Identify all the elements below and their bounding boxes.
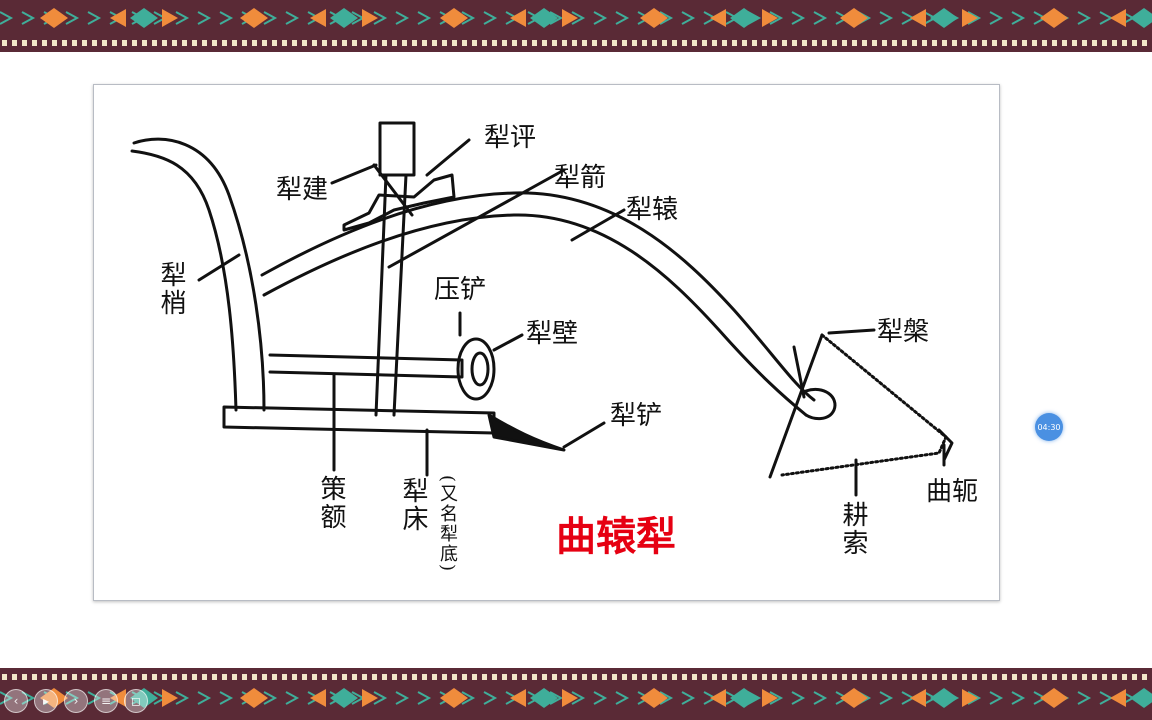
label-geng-suo: 耕索: [838, 501, 868, 557]
bottom-border-pattern: [0, 668, 1152, 720]
fullscreen-icon[interactable]: ◻: [124, 689, 148, 713]
top-border-pattern: [0, 0, 1152, 52]
play-icon[interactable]: ▸: [34, 689, 58, 713]
label-li-chuang: 犁床: [398, 477, 428, 533]
next-icon[interactable]: ›: [64, 689, 88, 713]
timer-badge[interactable]: 04:30: [1035, 413, 1063, 441]
label-li-yuan: 犁辕: [626, 195, 679, 225]
label-li-bi: 犁壁: [526, 319, 579, 349]
label-li-jian: 犁建: [276, 175, 329, 205]
plow-drawing: [130, 121, 954, 497]
top-decorative-border: [0, 0, 1152, 52]
label-li-shao: 犁梢: [156, 261, 186, 317]
beam-lower: [262, 213, 808, 417]
label-li-di-note: (又名犁底): [437, 475, 458, 574]
handle-outer: [132, 137, 266, 412]
label-ya-chan: 压铲: [434, 275, 487, 305]
label-li-pan: 犁槃: [877, 317, 930, 347]
label-li-chan: 犁铲: [610, 401, 663, 431]
label-li-jian-arrow: 犁箭: [554, 163, 607, 193]
label-li-ping: 犁评: [484, 123, 537, 153]
handle-inner: [130, 149, 238, 412]
bottom-decorative-border: [0, 668, 1152, 720]
diagram-title: 曲辕犁: [556, 514, 676, 560]
label-ce-e: 策额: [316, 475, 346, 531]
label-qu-e: 曲轭: [926, 477, 979, 507]
plow-diagram-figure: 犁建 犁评 犁箭 犁辕 犁梢 压铲 犁壁 犁槃 犁铲 策额 犁床 (又名犁底) …: [93, 84, 1000, 601]
bar-upper: [268, 353, 464, 379]
prev-icon[interactable]: ‹: [4, 689, 28, 713]
player-controls: ‹ ▸ › ≡ ◻: [4, 688, 148, 714]
list-icon[interactable]: ≡: [94, 689, 118, 713]
